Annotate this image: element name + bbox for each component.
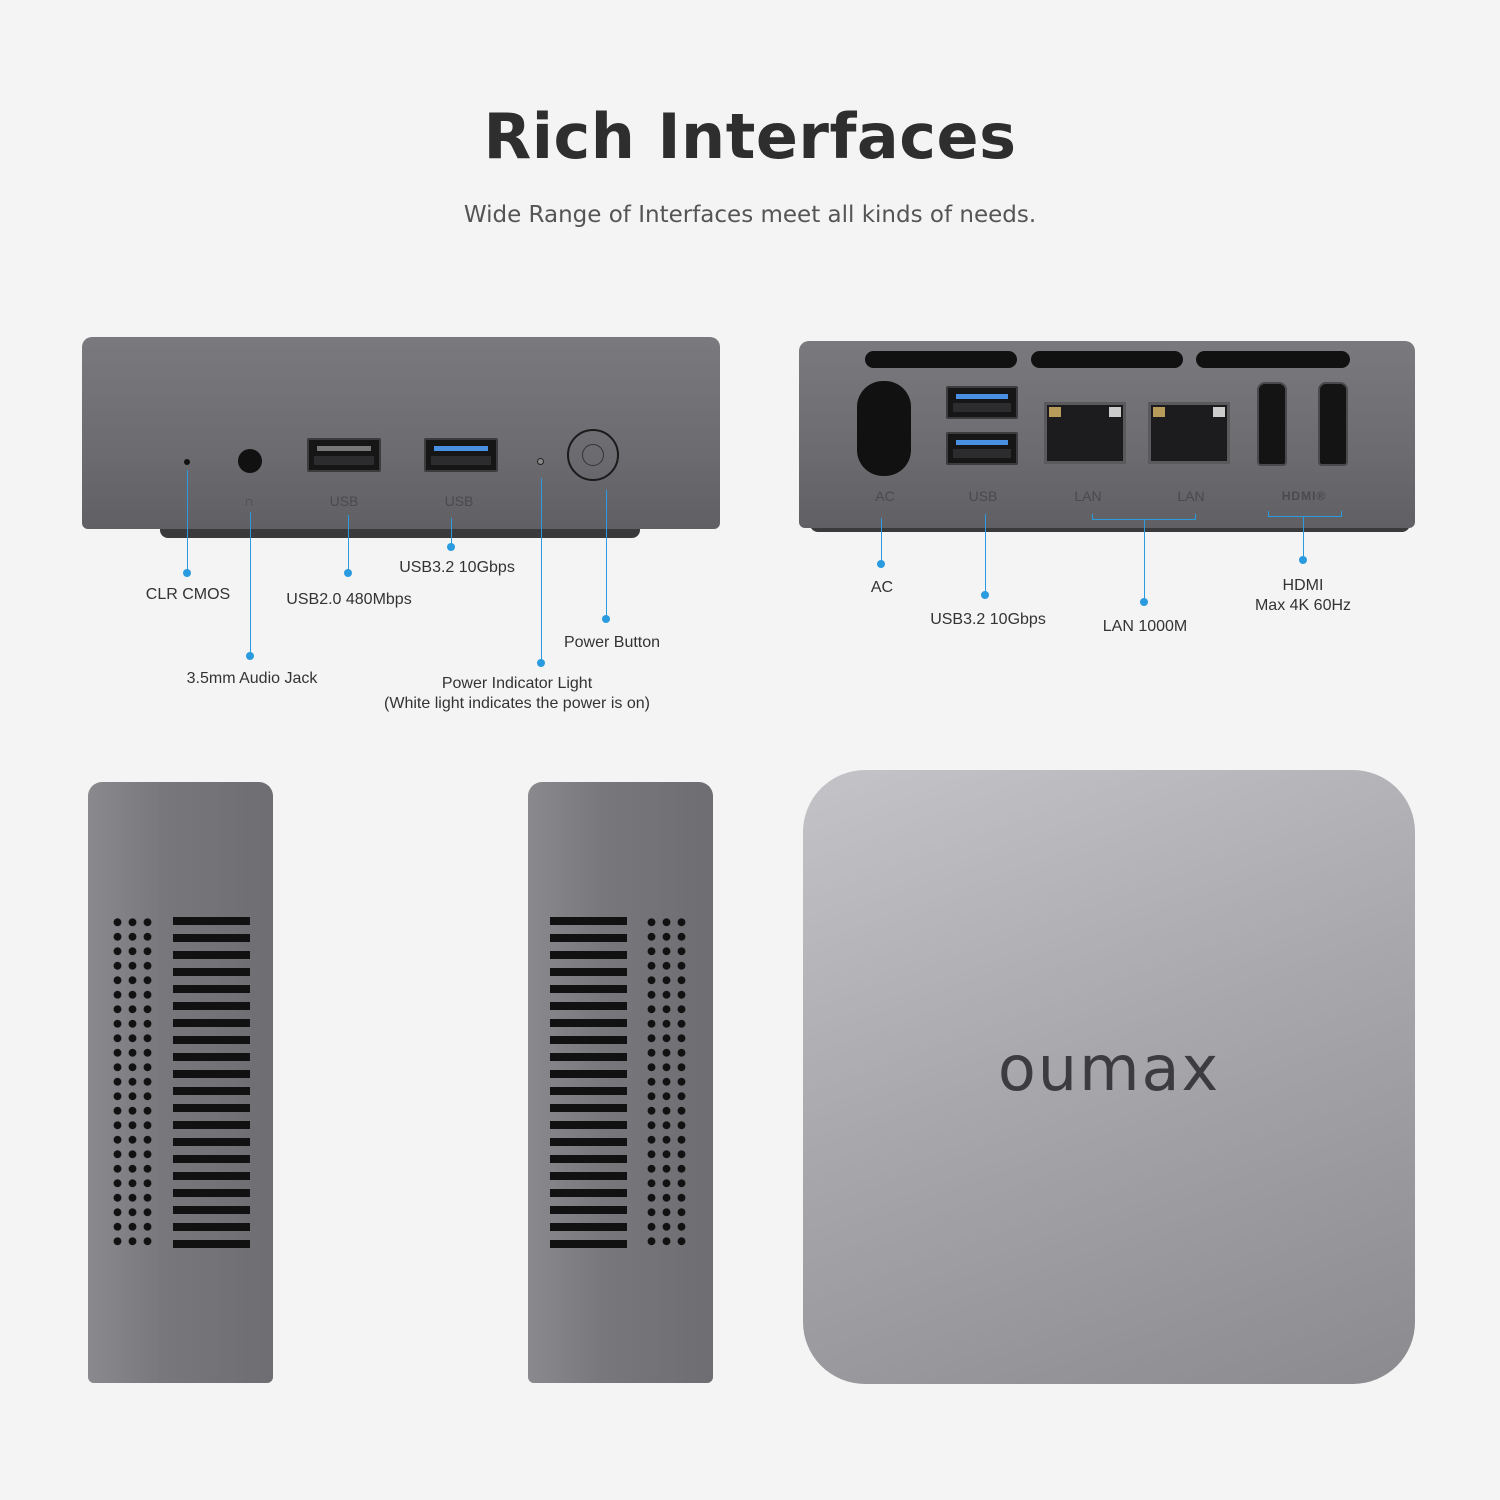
lan-port: [1148, 402, 1230, 464]
callout-power-button: Power Button: [563, 634, 661, 651]
callout-bracket-end: [1195, 514, 1196, 520]
callout-dot: [246, 652, 254, 660]
callout-dot: [1299, 556, 1307, 564]
callout-hdmi-spec: Max 4K 60Hz: [1254, 597, 1352, 614]
lan-port: [1044, 402, 1126, 464]
usb-port-label: USB: [329, 493, 359, 509]
callout-line: [187, 470, 188, 572]
callout-usb3: USB3.2 10Gbps: [399, 559, 515, 576]
callout-bracket: [1268, 516, 1341, 517]
power-button: [567, 429, 619, 481]
callout-line: [348, 515, 349, 571]
page-subtitle: Wide Range of Interfaces meet all kinds …: [463, 202, 1037, 228]
power-icon: [582, 444, 604, 466]
callout-line: [985, 514, 986, 594]
callout-hdmi: HDMI: [1282, 577, 1324, 594]
callout-line: [250, 512, 251, 654]
back-device: AC USB LAN LAN HDMI®: [799, 341, 1415, 528]
callout-indicator-note: (White light indicates the power is on): [384, 695, 650, 712]
callout-bracket-end: [1341, 511, 1342, 517]
callout-dot: [602, 615, 610, 623]
callout-dot: [1140, 598, 1148, 606]
callout-dot: [447, 543, 455, 551]
audio-jack: [238, 449, 262, 473]
left-side-view: [88, 782, 273, 1383]
hdmi-port: [1257, 382, 1287, 466]
callout-line: [881, 518, 882, 563]
callout-line: [1303, 516, 1304, 560]
callout-bracket-end: [1092, 514, 1093, 520]
right-side-view: [528, 782, 713, 1383]
brand-logo: oumax: [997, 1032, 1221, 1105]
callout-audio-jack: 3.5mm Audio Jack: [186, 670, 318, 687]
hdmi-port-label: HDMI®: [1281, 489, 1327, 503]
callout-dot: [981, 591, 989, 599]
hdmi-port: [1318, 382, 1348, 466]
callout-ac: AC: [870, 579, 894, 596]
page-title: Rich Interfaces: [483, 100, 1017, 173]
callout-indicator: Power Indicator Light: [441, 675, 593, 692]
callout-line: [1144, 519, 1145, 601]
usb-port-label: USB: [444, 493, 474, 509]
callout-dot: [537, 659, 545, 667]
usb3-port: [946, 432, 1018, 465]
callout-lan: LAN 1000M: [1102, 618, 1188, 635]
vent-slot: [1031, 351, 1183, 368]
callout-clr-cmos: CLR CMOS: [145, 586, 231, 603]
usb2-port: [307, 438, 381, 472]
clr-cmos-hole: [184, 459, 190, 465]
usb3-port: [946, 386, 1018, 419]
callout-dot: [877, 560, 885, 568]
callout-line: [541, 478, 542, 662]
callout-bracket-end: [1268, 511, 1269, 517]
ac-port-label: AC: [875, 488, 895, 504]
power-indicator-light: [537, 458, 544, 465]
vent-slot: [1196, 351, 1350, 368]
vent-slot: [865, 351, 1017, 368]
front-device: ∩ USB USB: [82, 337, 720, 529]
callout-bracket: [1092, 519, 1195, 520]
vent-holes: [110, 915, 155, 1249]
callout-usb3: USB3.2 10Gbps: [930, 611, 1046, 628]
usb-port-label: USB: [968, 488, 998, 504]
callout-line: [606, 490, 607, 618]
headphone-icon: ∩: [244, 493, 255, 509]
ac-power-port: [857, 381, 911, 476]
lan-port-label: LAN: [1177, 488, 1205, 504]
callout-dot: [183, 569, 191, 577]
callout-usb2: USB2.0 480Mbps: [286, 591, 412, 608]
callout-dot: [344, 569, 352, 577]
vent-slits: [173, 917, 250, 1251]
vent-holes: [644, 915, 689, 1249]
lan-port-label: LAN: [1074, 488, 1102, 504]
top-view: oumax: [803, 770, 1415, 1384]
usb3-port: [424, 438, 498, 472]
vent-slits: [550, 917, 627, 1251]
callout-line: [451, 518, 452, 545]
